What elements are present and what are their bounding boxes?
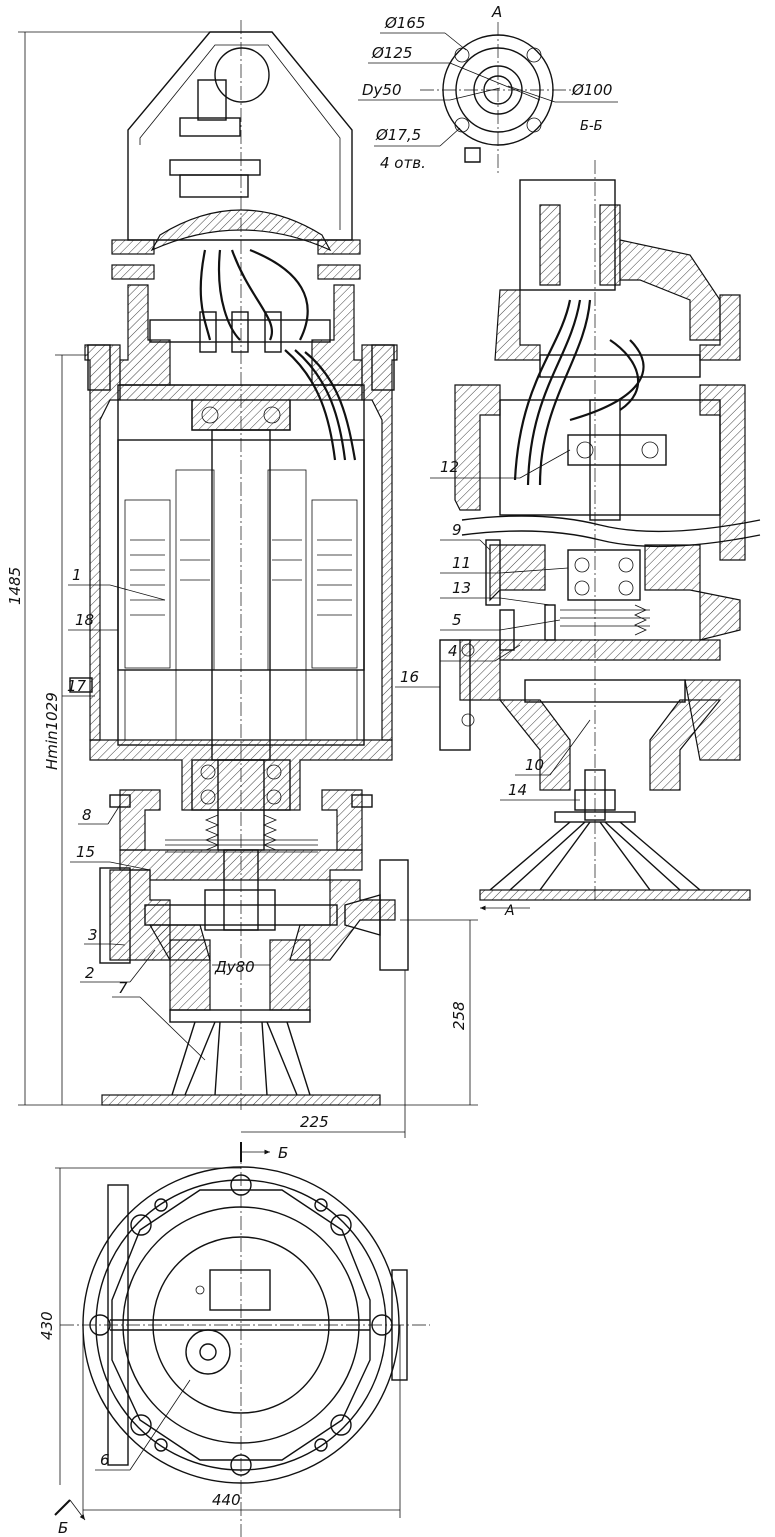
dim-d17-5: Ø17,5: [375, 126, 421, 144]
callout-16: 16: [400, 668, 419, 686]
dim-holes: 4 отв.: [380, 154, 426, 172]
callout-2: 2: [85, 964, 95, 982]
callout-12: 12: [440, 458, 459, 476]
view-a-flange: А Ø165 Ø125 Dy50 Ø100 Ø17,5 4 отв.: [358, 3, 618, 175]
section-flange: [439, 639, 471, 751]
plan-terminal-box: [209, 1269, 271, 1311]
callout-11: 11: [452, 554, 471, 572]
support-stand: [171, 1021, 311, 1096]
stator-lamination-lines: [130, 539, 352, 616]
plan-eye: [185, 1329, 231, 1375]
dim-1485: 1485: [6, 567, 24, 605]
view-a-arrow-label: А: [504, 903, 515, 919]
callout-4: 4: [448, 642, 458, 660]
callout-17: 17: [67, 677, 87, 695]
section-bb-label: Б-Б: [580, 119, 603, 134]
lifting-eye: [214, 47, 270, 103]
callout-1: 1: [72, 566, 82, 584]
plan-view: Б 4: [38, 1142, 430, 1537]
plan-motor-cover: [111, 1189, 371, 1461]
dim-hmin: Hmin1029: [43, 692, 61, 770]
callout-13: 13: [452, 579, 471, 597]
section-base-plate: [479, 889, 751, 901]
dim-d100: Ø100: [571, 81, 612, 99]
callout-3: 3: [88, 926, 98, 944]
view-a-label: А: [491, 3, 502, 21]
dim-430: 430: [38, 1311, 56, 1340]
outlet-flange: [379, 859, 409, 971]
callout-6: 6: [100, 1451, 110, 1469]
section-callouts: 12 9 11 13 5 4 16 10 14: [395, 449, 591, 801]
section-bb: Б-Б: [395, 119, 761, 919]
dim-dy50: Dy50: [362, 81, 402, 99]
base-plate: [101, 1094, 381, 1106]
section-upper-bearing: [567, 434, 667, 466]
main-dimensions: 1485 Hmin1029 258 225 Ду80: [6, 31, 478, 1138]
plan-bolts: [89, 1174, 393, 1476]
section-lower-bearing: [567, 549, 641, 601]
flange-outer: [442, 34, 554, 146]
impeller: [144, 904, 338, 926]
dim-d165: Ø165: [384, 14, 425, 32]
motor-housing-right: [361, 344, 398, 741]
main-callouts: 1 18 17 8 15 3 2 7: [62, 566, 206, 1061]
dim-258: 258: [450, 1001, 468, 1030]
callout-8: 8: [82, 806, 92, 824]
cut-b-top-label: Б: [278, 1144, 288, 1162]
callout-5: 5: [452, 611, 462, 629]
volute-cover: [119, 849, 363, 881]
callout-7: 7: [118, 979, 128, 997]
motor-housing-left: [84, 344, 121, 741]
dim-440: 440: [212, 1491, 241, 1509]
main-view: 1 18 17 8 15 3 2 7 1485 Hmin1029: [6, 20, 478, 1138]
callout-14: 14: [508, 781, 527, 799]
section-impeller: [524, 679, 686, 703]
callout-10: 10: [525, 756, 544, 774]
dim-d125: Ø125: [371, 44, 412, 62]
dim-225: 225: [300, 1113, 329, 1131]
callout-15: 15: [76, 843, 95, 861]
callout-18: 18: [75, 611, 94, 629]
dim-du80: Ду80: [214, 958, 255, 976]
lower-bearing: [191, 759, 291, 811]
callout-9: 9: [452, 521, 462, 539]
cut-b-bottom-label: Б: [58, 1519, 68, 1537]
